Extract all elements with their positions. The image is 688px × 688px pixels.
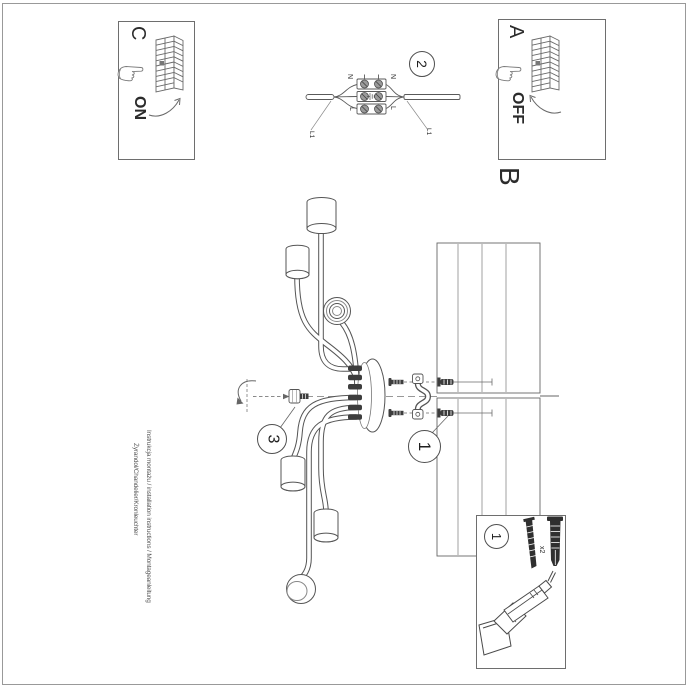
wall-plug-anchor-icon xyxy=(437,408,493,418)
chandelier-arms xyxy=(290,229,360,584)
parts-box-callout: 1 xyxy=(484,524,509,549)
mounting-bracket-icon xyxy=(412,373,432,420)
step-3-callout: 3 xyxy=(257,424,287,454)
callout-3-leader xyxy=(279,406,296,429)
wall-plug-anchor-icon xyxy=(437,377,493,387)
callout-1-leader xyxy=(431,415,449,434)
step-b-label: B xyxy=(494,167,525,186)
step-a-label: A xyxy=(505,25,527,39)
ceiling-canopy xyxy=(348,358,386,433)
turn-off-arrow-icon xyxy=(529,94,562,114)
mounting-screw-icon xyxy=(388,378,436,386)
parts-box-contents xyxy=(478,516,563,656)
rotation-arrow-icon xyxy=(236,379,290,414)
footer-instructions-line: Instrukcja montażu / installation instru… xyxy=(145,430,152,603)
on-label: ON xyxy=(131,96,148,120)
terminal-block-wiring-diagram xyxy=(305,74,461,131)
set-screw-icon xyxy=(288,389,309,404)
wall-plug-part-icon xyxy=(547,516,563,566)
shade-bottom-view xyxy=(286,574,316,604)
pointing-hand-icon xyxy=(495,66,522,82)
lamp-shades xyxy=(280,197,351,604)
rocker-switch-panel-icon xyxy=(155,35,184,93)
pointing-hand-icon xyxy=(117,66,144,82)
step-1-callout: 1 xyxy=(408,430,441,463)
cordless-drill-icon xyxy=(478,570,556,656)
ceiling-cross-section xyxy=(436,242,559,557)
step-c-label: C xyxy=(127,26,149,41)
screw-plug-quantity-label: x2 xyxy=(538,546,545,554)
earth-symbol-icon xyxy=(367,93,375,100)
socket-ring-front-view xyxy=(323,297,351,325)
screw-part-icon xyxy=(523,516,537,569)
step-2-callout: 2 xyxy=(409,51,435,77)
footer-product-line: Żyrandol/Chandelier/Kronleuchter xyxy=(132,443,139,536)
mounting-screw-icon xyxy=(388,409,436,417)
rocker-switch-panel-icon xyxy=(531,35,560,93)
turn-on-arrow-icon xyxy=(148,97,181,117)
